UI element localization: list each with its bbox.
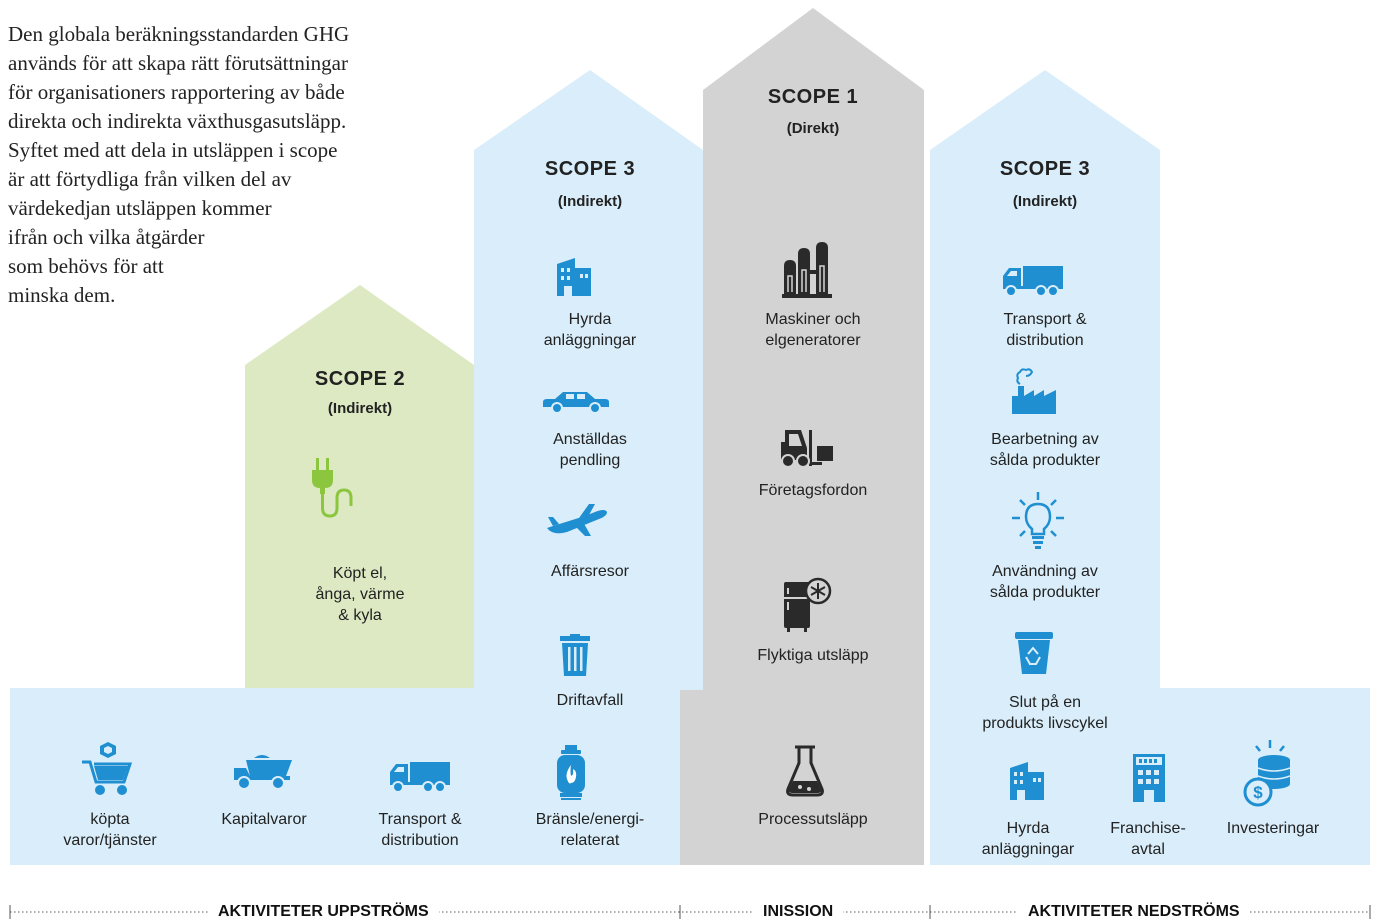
label-line: sålda produkter <box>989 584 1101 601</box>
label-line: relaterat <box>560 832 620 849</box>
scope1-item-label: Processutsläpp <box>723 809 903 830</box>
scope3-downstream-subtitle: (Indirekt) <box>1012 193 1078 210</box>
label-line: Transport & <box>1003 311 1087 328</box>
scope1-item-label: Flyktiga utsläpp <box>723 645 903 666</box>
intro-line: används för att skapa rätt förutsättning… <box>8 51 348 75</box>
label-line: Bearbetning av <box>991 431 1099 448</box>
intro-line: Den globala beräkningsstandarden GHG <box>8 22 350 46</box>
lightbulb-icon <box>1012 492 1064 549</box>
label-line: varor/tjänster <box>63 832 157 849</box>
label-line: Maskiner och <box>765 311 861 328</box>
downstream-bottom-item-label: Franchise- avtal <box>1088 818 1208 860</box>
intro-line: minska dem. <box>8 283 116 307</box>
label-line: Slut på en <box>1008 694 1082 711</box>
plug-icon <box>312 458 353 518</box>
scope1-subtitle: (Direkt) <box>786 120 840 137</box>
scope3-upstream-title: SCOPE 3 <box>544 158 636 180</box>
scope3-downstream-item-label: Bearbetning av sålda produkter <box>955 429 1135 471</box>
upstream-bottom-item-label: Transport & distribution <box>350 809 490 851</box>
downstream-bottom-item-label: Investeringar <box>1208 818 1338 839</box>
scope3-downstream-item-label: Användning av sålda produkter <box>955 561 1135 603</box>
recycle-bin-icon <box>1015 632 1053 674</box>
gas-cylinder-icon <box>557 745 585 800</box>
label-line: Bränsle/energi- <box>535 811 645 828</box>
scope3-upstream-item-label: Bränsle/energi- relaterat <box>500 809 680 851</box>
scope1-item-label: Företagsfordon <box>733 480 893 501</box>
label-line: Processutsläpp <box>758 811 868 828</box>
intro-line: direkta och indirekta växthusgasutsläpp. <box>8 109 347 133</box>
label-line: distribution <box>1006 332 1084 349</box>
factory-icon <box>1012 368 1056 414</box>
label-line: avtal <box>1131 841 1165 858</box>
svg-text:$: $ <box>1253 783 1263 802</box>
scope1-title: SCOPE 1 <box>767 86 859 108</box>
downstream-bottom-item-label: Hyrda anläggningar <box>968 818 1088 860</box>
intro-line: Syftet med att dela in utsläppen i scope <box>8 138 338 162</box>
intro-line: är att förtydliga från vilken del av <box>8 167 292 191</box>
factory-tanks-icon <box>782 242 832 298</box>
scope3-upstream-item-label: Driftavfall <box>510 690 670 711</box>
label-line: Företagsfordon <box>758 482 868 499</box>
label-line: Köpt el, <box>332 565 388 582</box>
dump-truck-icon <box>234 755 292 790</box>
footer-downstream-label: AKTIVITETER NEDSTRÖMS <box>1018 903 1250 921</box>
label-line: Anställdas <box>553 431 627 448</box>
label-line: Driftavfall <box>556 692 624 709</box>
intro-line: för organisationers rapportering av både <box>8 80 345 104</box>
scope3-upstream-shape <box>10 70 703 865</box>
label-line: anläggningar <box>981 841 1075 858</box>
label-line: pendling <box>559 452 621 469</box>
label-line: ånga, värme <box>315 586 405 603</box>
truck-icon <box>390 762 450 793</box>
cart-icon <box>82 742 133 795</box>
coins-icon: $ <box>1243 740 1291 807</box>
forklift-icon <box>781 430 833 468</box>
flask-icon <box>786 745 824 797</box>
airplane-icon <box>547 504 607 536</box>
scope2-subtitle: (Indirekt) <box>327 400 393 417</box>
car-icon <box>543 392 609 414</box>
label-line: Investeringar <box>1226 820 1320 837</box>
label-line: Hyrda <box>1006 820 1050 837</box>
scope3-upstream-item-label: Affärsresor <box>510 561 670 582</box>
label-line: & kyla <box>338 607 382 624</box>
intro-line: som behövs för att <box>8 254 164 278</box>
building-icon <box>557 258 591 296</box>
refrigerator-icon <box>784 577 832 632</box>
label-line: Användning av <box>992 563 1098 580</box>
scope3-downstream-title: SCOPE 3 <box>999 158 1091 180</box>
label-line: sålda produkter <box>989 452 1101 469</box>
upstream-bottom-item-label: köpta varor/tjänster <box>40 809 180 851</box>
upstream-bottom-item-label: Kapitalvaror <box>194 809 334 830</box>
intro-line: värdekedjan utsläppen kommer <box>8 196 272 220</box>
label-line: Affärsresor <box>551 563 629 580</box>
scope2-item-label: Köpt el, ånga, värme & kyla <box>270 563 450 626</box>
intro-line: ifrån och vilka åtgärder <box>8 225 205 249</box>
footer-mission-label: INISSION <box>753 903 844 921</box>
label-line: köpta <box>90 811 130 828</box>
scope3-upstream-item-label: Anställdas pendling <box>510 429 670 471</box>
intro-text: Den globala beräkningsstandarden GHG anv… <box>8 20 350 310</box>
label-line: Flyktiga utsläpp <box>757 647 869 664</box>
label-line: distribution <box>381 832 459 849</box>
scope3-downstream-item-label: Slut på en produkts livscykel <box>945 692 1145 734</box>
label-line: anläggningar <box>543 332 637 349</box>
truck-icon <box>1003 266 1063 297</box>
footer-upstream-label: AKTIVITETER UPPSTRÖMS <box>208 903 439 921</box>
label-line: Hyrda <box>568 311 612 328</box>
scope3-downstream-item-label: Transport & distribution <box>965 309 1125 351</box>
label-line: Transport & <box>378 811 462 828</box>
trash-icon <box>560 634 590 676</box>
label-line: Franchise- <box>1110 820 1186 837</box>
franchise-building-icon <box>1133 754 1165 802</box>
scope3-upstream-item-label: Hyrda anläggningar <box>510 309 670 351</box>
label-line: produkts livscykel <box>982 715 1108 732</box>
scope2-column <box>245 285 474 688</box>
building-icon <box>1010 762 1044 800</box>
scope1-item-label: Maskiner och elgeneratorer <box>733 309 893 351</box>
label-line: elgeneratorer <box>765 332 861 349</box>
label-line: Kapitalvaror <box>221 811 307 828</box>
scope3-upstream-subtitle: (Indirekt) <box>557 193 623 210</box>
scope2-title: SCOPE 2 <box>314 368 406 390</box>
